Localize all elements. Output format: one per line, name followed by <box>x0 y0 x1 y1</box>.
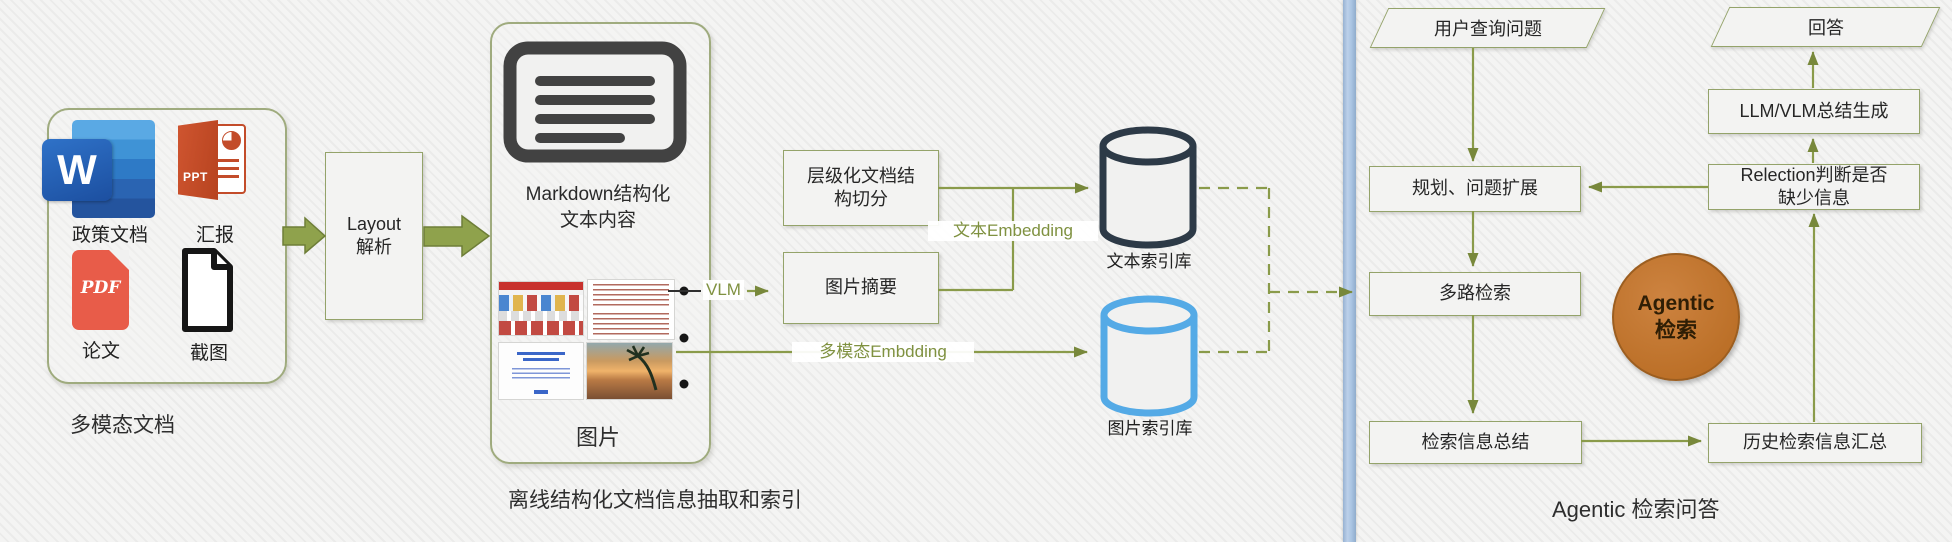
word-letter-icon: W <box>42 139 112 201</box>
image-index-db-label: 图片索引库 <box>1107 419 1193 438</box>
ppt-flap: PPT <box>178 120 218 200</box>
node-multi-retrieval: 多路检索 <box>1369 272 1581 316</box>
ppt-line <box>213 167 239 170</box>
beach-photo-thumbnail <box>586 342 673 400</box>
text-page-thumbnail <box>587 279 675 340</box>
offline-section-caption: 离线结构化文档信息抽取和索引 <box>508 489 802 512</box>
ppt-file-icon: PPT <box>178 120 248 200</box>
ppt-line <box>213 159 239 162</box>
node-user-query: 用户查询问题 <box>1369 8 1606 48</box>
node-plan-expand: 规划、问题扩展 <box>1369 166 1581 212</box>
node-reflection-check: Relection判断是否 缺少信息 <box>1708 164 1920 210</box>
palm-tree-icon <box>626 345 658 391</box>
node-answer-label: 回答 <box>1807 18 1844 38</box>
text-embedding-label: 文本Embedding <box>928 221 1098 241</box>
image-index-db-icon <box>1100 295 1198 417</box>
ppt-pie-icon <box>222 131 241 150</box>
doc-item-label: 政策文档 <box>71 225 148 246</box>
markdown-screen-icon <box>503 41 687 163</box>
doc-item-label: 论文 <box>81 341 120 362</box>
webpage-thumbnail <box>498 281 584 336</box>
ppt-line <box>213 175 239 178</box>
node-retrieval-summary: 检索信息总结 <box>1369 421 1582 464</box>
node-layout-parse: Layout 解析 <box>325 152 423 320</box>
screenshot-file-icon <box>182 248 233 332</box>
pdf-file-icon: PDF <box>72 250 129 330</box>
vlm-label: VLM <box>703 280 744 300</box>
markdown-panel-image-caption: 图片 <box>575 425 620 450</box>
docs-panel-caption: 多模态文档 <box>70 414 175 437</box>
node-history-aggregate: 历史检索信息汇总 <box>1708 423 1922 463</box>
node-llm-generate: LLM/VLM总结生成 <box>1708 89 1920 134</box>
node-user-query-label: 用户查询问题 <box>1433 19 1542 39</box>
pdf-text: PDF <box>80 278 121 298</box>
node-image-summary: 图片摘要 <box>783 252 939 324</box>
section-divider-bar <box>1343 0 1356 542</box>
agentic-section-caption: Agentic 检索问答 <box>1552 497 1720 522</box>
node-answer: 回答 <box>1710 7 1941 47</box>
agentic-retrieval-circle: Agentic 检索 <box>1612 253 1740 381</box>
text-index-db-label: 文本索引库 <box>1106 252 1192 271</box>
multimodal-embedding-label: 多模态Embdding <box>792 342 974 362</box>
pdf-dogear <box>109 250 129 270</box>
block-arrow-icon <box>423 214 491 258</box>
block-arrow-icon <box>282 216 327 255</box>
doc-item-label: 截图 <box>189 343 228 364</box>
doc-item-label: 汇报 <box>195 225 234 246</box>
text-index-db-icon <box>1099 126 1197 249</box>
node-hierarchical-chunking: 层级化文档结 构切分 <box>783 150 939 226</box>
slide-thumbnail <box>498 342 584 400</box>
ppt-page <box>206 124 246 194</box>
markdown-panel-title: Markdown结构化 文本内容 <box>525 184 671 231</box>
